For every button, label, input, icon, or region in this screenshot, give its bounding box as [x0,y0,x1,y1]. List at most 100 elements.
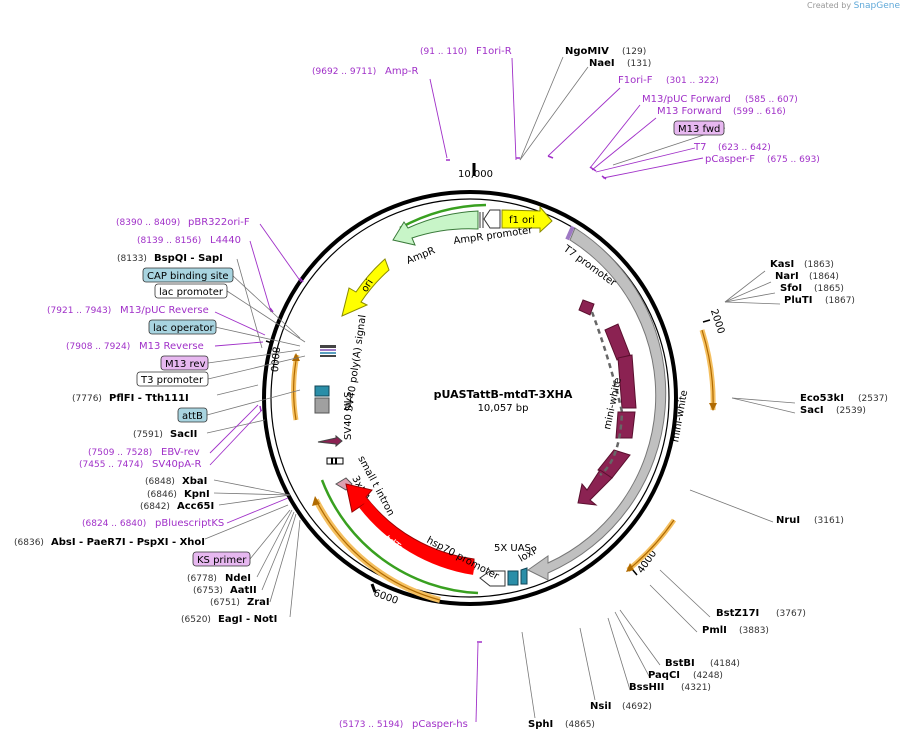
site-bsshii-coord: (4321) [681,683,711,693]
mini-white-arrow [527,227,667,581]
box-attb-label: attB [182,411,203,422]
small-t-intron-marker [326,457,344,465]
box-m13-rev [160,355,209,371]
primer-m13-reverse: M13 Reverse [139,341,204,352]
site-nrui-coord: (3161) [814,516,844,526]
site-pflfi-coord: (7776) [72,394,102,404]
primer-pbluescriptks-coord: (6824 .. 6840) [82,519,146,529]
primer-l4440-coord: (8139 .. 8156) [137,236,201,246]
site-bstbi-coord: (4184) [710,659,740,669]
5x-uas-label: 5X UAS [494,543,531,554]
box-m13-fwd [673,120,725,136]
attb-marker [314,385,330,397]
site-zrai: ZraI [247,597,270,608]
site-labels: NgoMIV (129) NaeI (131) KasI (1863) NarI… [14,46,888,730]
site-bstz17i: BstZ17I [716,608,759,619]
primer-sv40pa-r: SV40pA-R [152,459,201,470]
site-sfoi: SfoI [780,283,802,294]
site-zrai-coord: (6751) [210,598,240,608]
ampr-promoter-arrow [483,209,501,229]
box-attb [177,407,208,423]
boxed-labels: M13 fwd CAP binding site lac promoter la… [136,120,725,567]
primer-pcasper-f: pCasper-F [705,154,755,165]
site-xbai: XbaI [182,476,207,487]
box-ks-primer-label: KS primer [197,555,247,566]
site-aatii-coord: (6753) [193,586,223,596]
box-m13-rev-label: M13 rev [165,359,206,370]
tick-marks [370,163,476,593]
site-bstbi: BstBI [665,658,695,669]
site-ndei-coord: (6778) [187,574,217,584]
site-nrui: NruI [776,515,800,526]
primer-amp-r: Amp-R [385,66,419,77]
primer-sv40pa-r-coord: (7455 .. 7474) [79,460,143,470]
primer-f1ori-r-coord: (91 .. 110) [420,47,467,57]
snapgene-logo: SnapGene [853,1,900,11]
primer-pcasper-hs-coord: (5173 .. 5194) [339,720,403,730]
box-t3-promoter [136,371,209,387]
primer-ebv-rev-coord: (7509 .. 7528) [88,448,152,458]
site-bstz17i-coord: (3767) [776,609,806,619]
t7-promoter-marker [565,225,575,241]
site-xhoi-coord: (6836) [14,538,44,548]
site-naei-coord: (131) [627,59,651,69]
site-ngomiv: NgoMIV [565,46,609,57]
site-paqci-coord: (4248) [693,671,723,681]
box-cap-binding-site-label: CAP binding site [147,271,229,282]
tick-label: 10,000 [458,169,493,180]
primer-pbr322ori-f-coord: (8390 .. 8409) [116,218,180,228]
primer-t7-coord: (623 .. 642) [718,143,771,153]
lac-region-markers [320,345,336,357]
site-aatii: AatII [230,585,257,596]
site-ngomiv-coord: (129) [622,47,646,57]
box-t3-promoter-label: T3 promoter [140,375,204,386]
hsp70-promoter-arrow [479,570,506,587]
site-sacii-coord: (7591) [133,430,163,440]
ampr-arrow [392,210,479,246]
site-pluti-coord: (1867) [825,296,855,306]
loxp-marker [520,567,528,585]
site-naei: NaeI [589,58,615,69]
site-saci: SacI [800,405,824,416]
site-acc65i-coord: (6842) [140,502,170,512]
site-eagi-coord: (6520) [181,615,211,625]
site-kasi: KasI [770,259,794,270]
site-sphi: SphI [528,719,553,730]
sv40-nls-label: SV40 NLS [343,392,354,441]
primer-leaders [209,57,704,723]
primer-pcasper-f-coord: (675 .. 693) [767,155,820,165]
box-lac-operator-label: lac operator [153,323,214,334]
primer-amp-r-coord: (9692 .. 9711) [312,67,376,77]
5x-uas-marker [507,570,519,586]
ampr-label: AmpR [405,245,437,266]
site-nari: NarI [775,271,799,282]
site-kpni: KpnI [184,489,210,500]
site-pluti: PluTI [784,295,812,306]
primer-pcasper-hs: pCasper-hs [412,719,468,730]
site-leaders [204,56,796,719]
ori-arrow [341,258,390,317]
site-sphi-coord: (4865) [565,720,595,730]
green-arcs [320,203,487,595]
site-kasi-coord: (1863) [804,260,834,270]
primer-m13-forward: M13 Forward [657,106,722,117]
ampr-promoter-stripes [479,212,484,228]
primer-f1ori-f: F1ori-F [618,75,653,86]
site-paqci: PaqCI [648,670,680,681]
primer-m13-forward-coord: (599 .. 616) [733,107,786,117]
credit-text: Created by [807,1,852,10]
plasmid-name: pUASTattB-mtdT-3XHA [434,388,573,401]
site-bsshii: BssHII [629,682,664,693]
mini-white-intron [590,311,624,476]
orf-arrowheads [292,353,717,572]
f1-ori-arrow [501,205,553,234]
site-bspqi-coord: (8133) [117,254,147,264]
site-xbai-coord: (6848) [145,477,175,487]
f1-ori-label: f1 ori [509,215,535,226]
primer-m13-reverse-coord: (7908 .. 7924) [66,342,130,352]
site-pmli: PmlI [702,625,727,636]
site-pmli-coord: (3883) [739,626,769,636]
box-cap-binding-site [142,267,234,283]
site-acc65i: Acc65I [177,501,214,512]
